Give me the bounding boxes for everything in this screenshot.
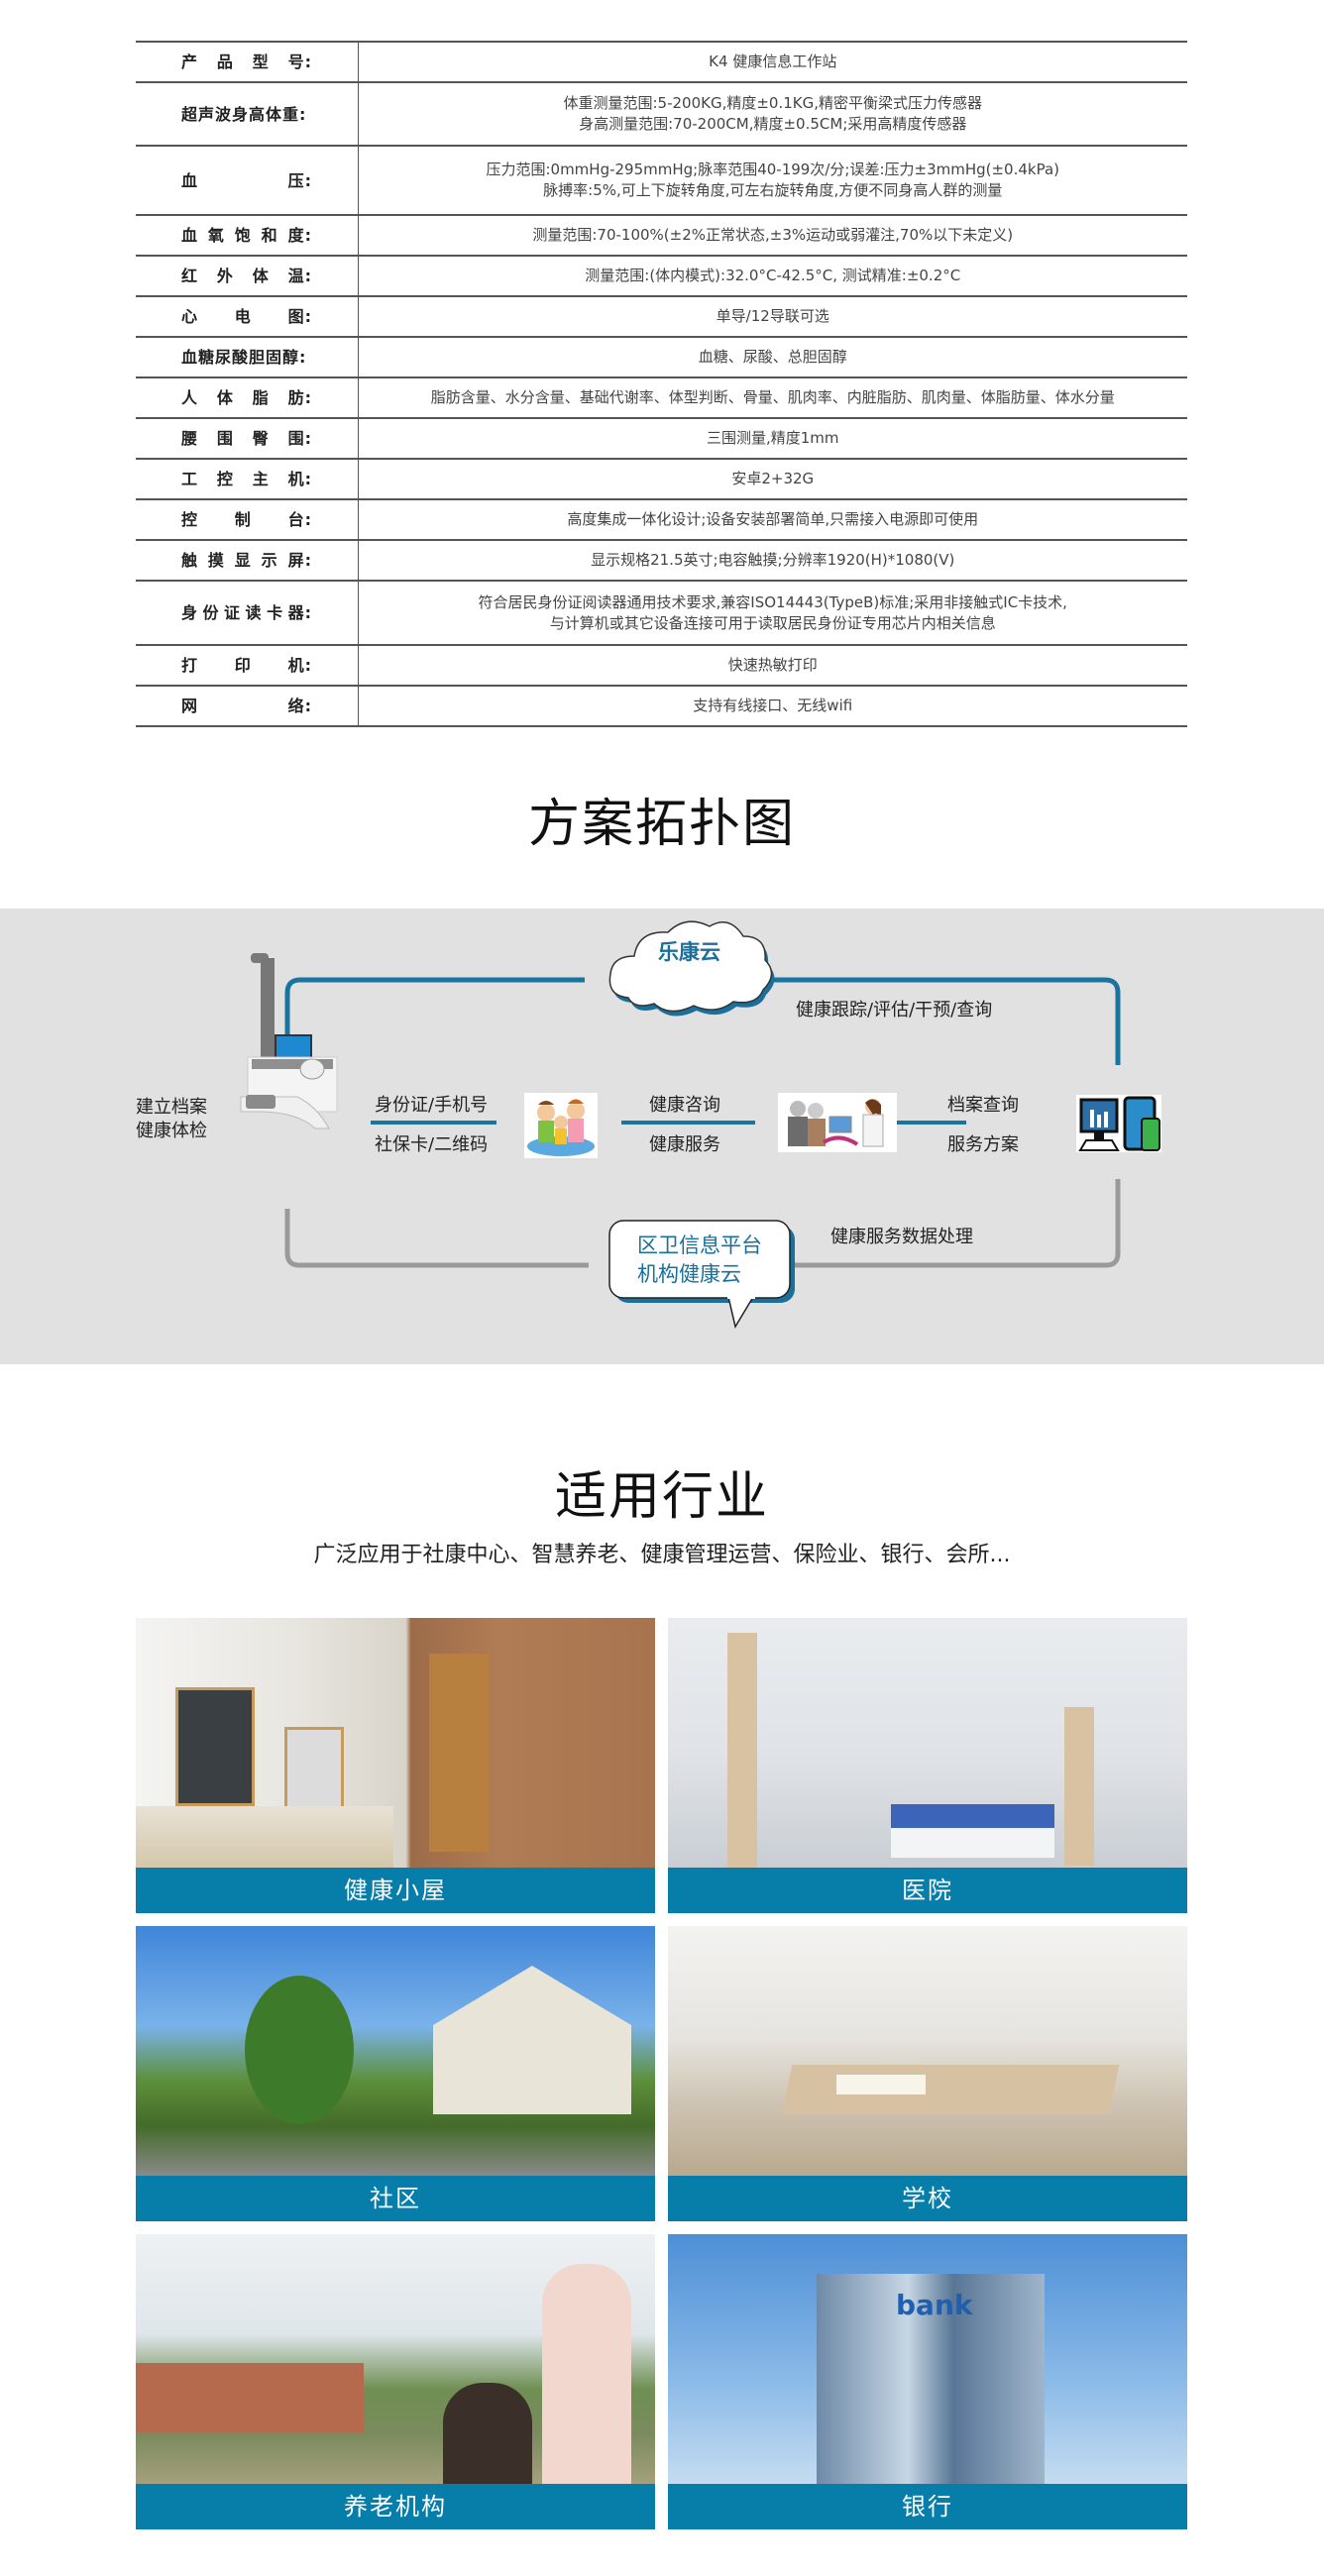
spec-value: 三围测量,精度1mm xyxy=(706,429,839,447)
spec-key: 血糖尿酸胆固醇: xyxy=(136,337,359,377)
tile-label: 医院 xyxy=(668,1868,1187,1913)
bubble-label: 区卫信息平台 机构健康云 xyxy=(637,1234,762,1286)
spec-value: 显示规格21.5英寸;电容触摸;分辨率1920(H)*1080(V) xyxy=(591,551,955,569)
spec-key: 超声波身高体重: xyxy=(136,82,359,146)
spec-key: 红外体温: xyxy=(136,256,359,296)
industry-tile-community[interactable]: 社区 xyxy=(136,1926,655,2221)
spec-value: K4 健康信息工作站 xyxy=(709,53,837,70)
spec-row: 腰围臀围: 三围测量,精度1mm xyxy=(136,418,1187,459)
spec-value: 压力范围:0mmHg-295mmHg;脉率范围40-199次/分;误差:压力±3… xyxy=(486,161,1060,199)
cloud-icon xyxy=(608,920,775,1017)
hospital-photo xyxy=(668,1618,1187,1871)
spec-key: 网络: xyxy=(136,686,359,726)
spec-row: 打印机: 快速热敏打印 xyxy=(136,645,1187,686)
spec-row: 工控主机: 安卓2+32G xyxy=(136,459,1187,499)
spec-key: 人体脂肪: xyxy=(136,377,359,418)
family-illustration xyxy=(524,1093,598,1158)
topology-connectors xyxy=(240,920,1161,1329)
link2-top-label: 健康咨询 xyxy=(649,1095,720,1116)
spec-value: 测量范围:70-100%(±2%正常状态,±3%运动或弱灌注,70%以下未定义) xyxy=(532,226,1014,244)
spec-value: 单导/12导联可选 xyxy=(716,307,829,325)
bank-photo: bank xyxy=(668,2234,1187,2484)
industry-tile-elderly-care[interactable]: 养老机构 xyxy=(136,2234,655,2529)
industry-tile-hospital[interactable]: 医院 xyxy=(668,1618,1187,1913)
spec-row: 超声波身高体重: 体重测量范围:5-200KG,精度±0.1KG,精密平衡梁式压力… xyxy=(136,82,1187,146)
industry-tile-school[interactable]: 学校 xyxy=(668,1926,1187,2221)
spec-row: 人体脂肪: 脂肪含量、水分含量、基础代谢率、体型判断、骨量、肌肉率、内脏脂肪、肌肉… xyxy=(136,377,1187,418)
spec-key: 工控主机: xyxy=(136,459,359,499)
link1-bottom-label: 社保卡/二维码 xyxy=(375,1134,489,1155)
spec-row: 红外体温: 测量范围:(体内模式):32.0°C-42.5°C, 测试精准:±0.… xyxy=(136,256,1187,296)
consultation-illustration xyxy=(778,1093,897,1152)
devices-icon xyxy=(1076,1095,1161,1152)
spec-row: 血糖尿酸胆固醇: 血糖、尿酸、总胆固醇 xyxy=(136,337,1187,377)
industry-tile-health-hut[interactable]: 健康小屋 xyxy=(136,1618,655,1913)
spec-value: 安卓2+32G xyxy=(731,470,815,487)
spec-value: 支持有线接口、无线wifi xyxy=(693,697,853,714)
spec-row: 触摸显示屏: 显示规格21.5英寸;电容触摸;分辨率1920(H)*1080(V) xyxy=(136,540,1187,581)
spec-key: 血氧饱和度: xyxy=(136,215,359,256)
link2-bottom-label: 健康服务 xyxy=(649,1134,720,1155)
spec-value: 符合居民身份证阅读器通用技术要求,兼容ISO14443(TypeB)标准;采用非… xyxy=(478,592,1067,632)
top-loop-label: 健康跟踪/评估/干预/查询 xyxy=(796,1000,993,1020)
speech-bubble-icon xyxy=(608,1220,795,1329)
spec-key: 触摸显示屏: xyxy=(136,540,359,581)
link3-top-label: 档案查询 xyxy=(947,1095,1019,1116)
bank-sign: bank xyxy=(896,2289,973,2321)
link3-bottom-label: 服务方案 xyxy=(947,1134,1019,1155)
tile-label: 健康小屋 xyxy=(136,1868,655,1913)
spec-value: 脂肪含量、水分含量、基础代谢率、体型判断、骨量、肌肉率、内脏脂肪、肌肉量、体脂肪… xyxy=(430,388,1115,406)
archive-label: 建立档案 健康体检 xyxy=(136,1097,207,1141)
bottom-loop-label: 健康服务数据处理 xyxy=(830,1227,973,1247)
spec-row: 血压: 压力范围:0mmHg-295mmHg;脉率范围40-199次/分;误差:压… xyxy=(136,146,1187,215)
spec-row: 网络: 支持有线接口、无线wifi xyxy=(136,686,1187,726)
spec-key: 产品型号: xyxy=(136,42,359,82)
tile-label: 学校 xyxy=(668,2176,1187,2221)
spec-key: 腰围臀围: xyxy=(136,418,359,459)
topology-title: 方案拓扑图 xyxy=(527,795,796,854)
community-photo xyxy=(136,1926,655,2176)
link1-top-label: 身份证/手机号 xyxy=(375,1095,489,1116)
health-hut-photo xyxy=(136,1618,655,1868)
spec-value: 高度集成一体化设计;设备安装部署简单,只需接入电源即可使用 xyxy=(567,510,979,528)
spec-key: 身份证读卡器: xyxy=(136,581,359,645)
spec-row: 身份证读卡器: 符合居民身份证阅读器通用技术要求,兼容ISO14443(TypeB… xyxy=(136,581,1187,645)
tile-label: 银行 xyxy=(668,2484,1187,2529)
spec-key: 打印机: xyxy=(136,645,359,686)
tile-label: 养老机构 xyxy=(136,2484,655,2529)
kiosk-device-icon xyxy=(240,953,338,1129)
spec-value: 测量范围:(体内模式):32.0°C-42.5°C, 测试精准:±0.2°C xyxy=(585,267,961,284)
cloud-label: 乐康云 xyxy=(658,940,720,964)
spec-key: 控制台: xyxy=(136,499,359,540)
industry-tile-bank[interactable]: bank 银行 xyxy=(668,2234,1187,2529)
topology-diagram: 建立档案 健康体检 乐康云 健康跟踪/评估/干预/查询 身份证/手机号 社保卡/… xyxy=(0,909,1324,1364)
school-photo xyxy=(668,1926,1187,2176)
spec-row: 产品型号: K4 健康信息工作站 xyxy=(136,42,1187,82)
industries-title: 适用行业 xyxy=(554,1467,769,1527)
tile-label: 社区 xyxy=(136,2176,655,2221)
spec-value: 血糖、尿酸、总胆固醇 xyxy=(698,348,847,366)
spec-value: 快速热敏打印 xyxy=(727,656,818,674)
industries-subtitle: 广泛应用于社康中心、智慧养老、健康管理运营、保险业、银行、会所... xyxy=(313,1543,1011,1567)
spec-value: 体重测量范围:5-200KG,精度±0.1KG,精密平衡梁式压力传感器身高测量范… xyxy=(563,94,983,133)
spec-key: 心电图: xyxy=(136,296,359,337)
spec-key: 血压: xyxy=(136,146,359,215)
spec-row: 控制台: 高度集成一体化设计;设备安装部署简单,只需接入电源即可使用 xyxy=(136,499,1187,540)
elderly-care-photo xyxy=(136,2234,655,2484)
spec-row: 心电图: 单导/12导联可选 xyxy=(136,296,1187,337)
spec-row: 血氧饱和度: 测量范围:70-100%(±2%正常状态,±3%运动或弱灌注,70%… xyxy=(136,215,1187,256)
spec-table: 产品型号: K4 健康信息工作站超声波身高体重: 体重测量范围:5-200KG,精度… xyxy=(136,41,1187,727)
